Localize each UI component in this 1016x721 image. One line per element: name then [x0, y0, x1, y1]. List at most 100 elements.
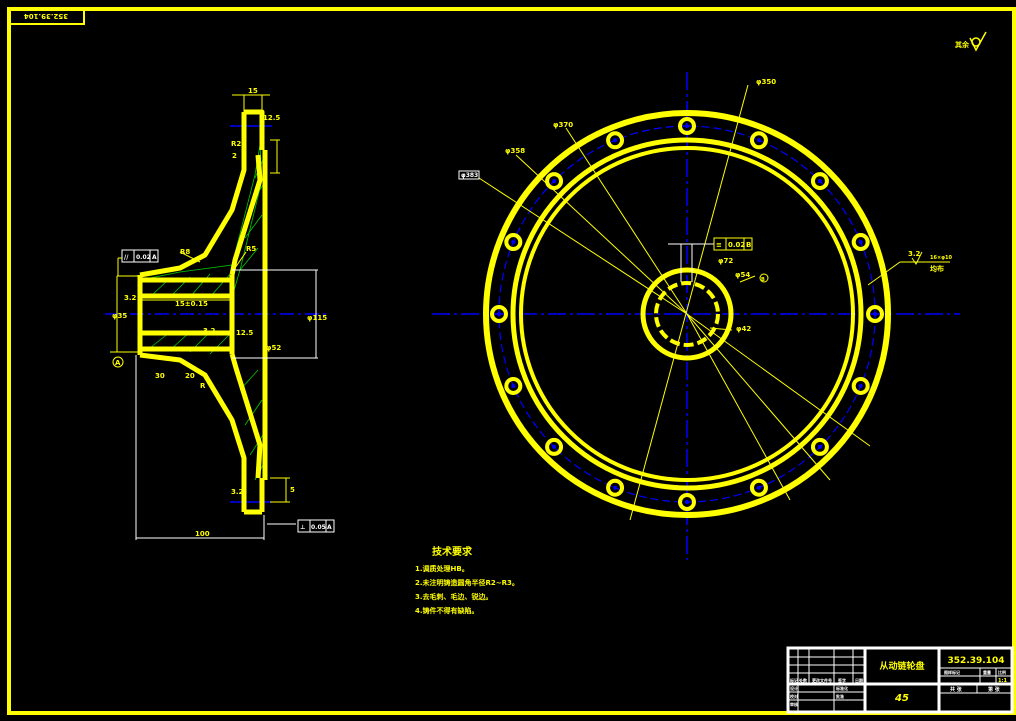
tech-req-title: 技术要求: [432, 545, 473, 558]
datum-a-label: A: [115, 359, 121, 367]
surface-finish-icon: [969, 31, 987, 52]
bolt-hole: [866, 305, 884, 323]
dim-label: 3.2: [124, 294, 137, 302]
tb-label: 设计: [790, 685, 798, 691]
bolt-hole: [851, 233, 870, 252]
dim-label: φ35: [112, 312, 127, 320]
dim-label: φ52: [266, 344, 281, 352]
tolerance-value: 0.05: [311, 524, 326, 531]
bolt-hole-center: [552, 179, 557, 184]
callout-label: φ383: [461, 172, 478, 179]
rotated-number-box: [8, 8, 85, 25]
callout-label: φ72: [718, 257, 733, 265]
bolt-hole-center: [858, 383, 863, 388]
tb-label: 审核: [790, 701, 798, 707]
tb-label: 日期: [855, 677, 863, 683]
bolt-hole-center: [613, 485, 618, 490]
datum-b-label: B: [761, 277, 765, 283]
tb-label: 比例: [998, 669, 1006, 675]
tb-label: 重量: [983, 669, 991, 675]
front-view: φ383 φ370 φ358 φ350 φ72 φ54 φ42 ≡ 0.02 B…: [432, 72, 960, 560]
tb-label: 标记: [789, 677, 798, 683]
finish-icon: [911, 251, 923, 265]
bolt-hole: [749, 478, 768, 497]
bolt-hole: [749, 131, 768, 150]
tolerance-datum: B: [746, 241, 751, 249]
tech-req-item: 1.调质处理HB。: [415, 564, 469, 573]
dim-label: 12.5: [236, 329, 253, 337]
tb-label: 更改文件号: [812, 677, 832, 683]
tech-req-item: 4.铸件不得有缺陷。: [415, 606, 479, 615]
tolerance-frame-bottom: ⊥ 0.05 A: [297, 519, 335, 533]
datum-a-symbol: [112, 356, 124, 368]
dim-label: 15: [248, 87, 258, 95]
bolt-hole-center: [552, 444, 557, 449]
tech-req-item: 3.去毛刺、毛边、锐边。: [415, 592, 493, 601]
rotated-drawing-number: 352.39.104: [24, 12, 68, 20]
tech-req-item: 2.未注明铸造圆角半径R2~R3。: [415, 578, 519, 587]
tolerance-frame-top: // 0.02 A: [121, 249, 159, 263]
dim-label: 30: [155, 372, 165, 380]
bolt-hole-center: [756, 485, 761, 490]
bolt-hole: [606, 478, 625, 497]
finish-value: 3.2: [908, 250, 921, 258]
dim-label: φ115: [307, 314, 327, 322]
tb-label: 图样标记: [944, 669, 960, 675]
hole-note: 16×φ10: [930, 255, 953, 261]
bolt-hole-center: [817, 444, 822, 449]
dim-label: 3.2: [231, 488, 244, 496]
dim-label: 20: [185, 372, 195, 380]
material: 45: [894, 693, 909, 704]
scale-value: 1:1: [998, 678, 1007, 684]
dim-label: 5: [290, 486, 295, 494]
bolt-hole: [545, 172, 564, 191]
callout-label: φ350: [756, 78, 776, 86]
bolt-hole: [504, 233, 523, 252]
tolerance-datum: A: [327, 524, 332, 531]
tolerance-datum: A: [152, 254, 157, 261]
tolerance-symbol: //: [124, 254, 129, 261]
tolerance-symbol: ≡: [716, 241, 722, 249]
section-view: A // 0.02 A ⊥ 0.05 A 15 12.5 R2 2 R8 R5 …: [105, 87, 335, 540]
datum-b-symbol: [759, 273, 769, 283]
bolt-hole: [851, 376, 870, 395]
dim-label: R2: [231, 140, 241, 148]
dim-label: 12.5: [263, 114, 280, 122]
bolt-hole-center: [511, 240, 516, 245]
dim-label: 3.2: [203, 327, 216, 335]
part-name: 从动链轮盘: [879, 660, 924, 672]
bolt-hole: [678, 117, 696, 135]
bolt-hole-center: [858, 240, 863, 245]
tb-label: 校对: [790, 693, 798, 699]
tb-label: 标准化: [835, 685, 848, 691]
technical-requirements: 技术要求 1.调质处理HB。 2.未注明铸造圆角半径R2~R3。 3.去毛刺、毛…: [415, 545, 519, 615]
tolerance-value: 0.02: [728, 241, 745, 249]
dim-label: R5: [246, 245, 256, 253]
bolt-hole: [545, 437, 564, 456]
bolt-hole-center: [613, 138, 618, 143]
bolt-hole: [810, 172, 829, 191]
hole-note-2: 均布: [930, 264, 944, 273]
dim-label: R8: [180, 248, 190, 256]
tb-label: 签字: [837, 677, 846, 683]
callout-label: φ358: [505, 147, 525, 155]
dim-label: 2: [232, 152, 237, 160]
tolerance-symbol: ⊥: [300, 524, 305, 531]
callout-label: φ370: [553, 121, 573, 129]
bolt-hole: [490, 305, 508, 323]
title-block: [786, 646, 1014, 714]
bolt-hole-center: [497, 312, 501, 316]
callout-label: φ54: [735, 271, 750, 279]
bolt-hole-center: [685, 500, 689, 504]
bolt-hole-center: [817, 179, 822, 184]
callout-label: φ42: [736, 325, 751, 333]
tolerance-value: 0.02: [136, 254, 151, 261]
bolt-hole-center: [756, 138, 761, 143]
bolt-hole-center: [873, 312, 877, 316]
bolt-hole-center: [685, 124, 689, 128]
bolt-hole: [606, 131, 625, 150]
dim-label: 100: [195, 530, 210, 538]
finish-note-label: 其余: [955, 40, 970, 49]
dim-label: 15±0.15: [175, 300, 208, 308]
